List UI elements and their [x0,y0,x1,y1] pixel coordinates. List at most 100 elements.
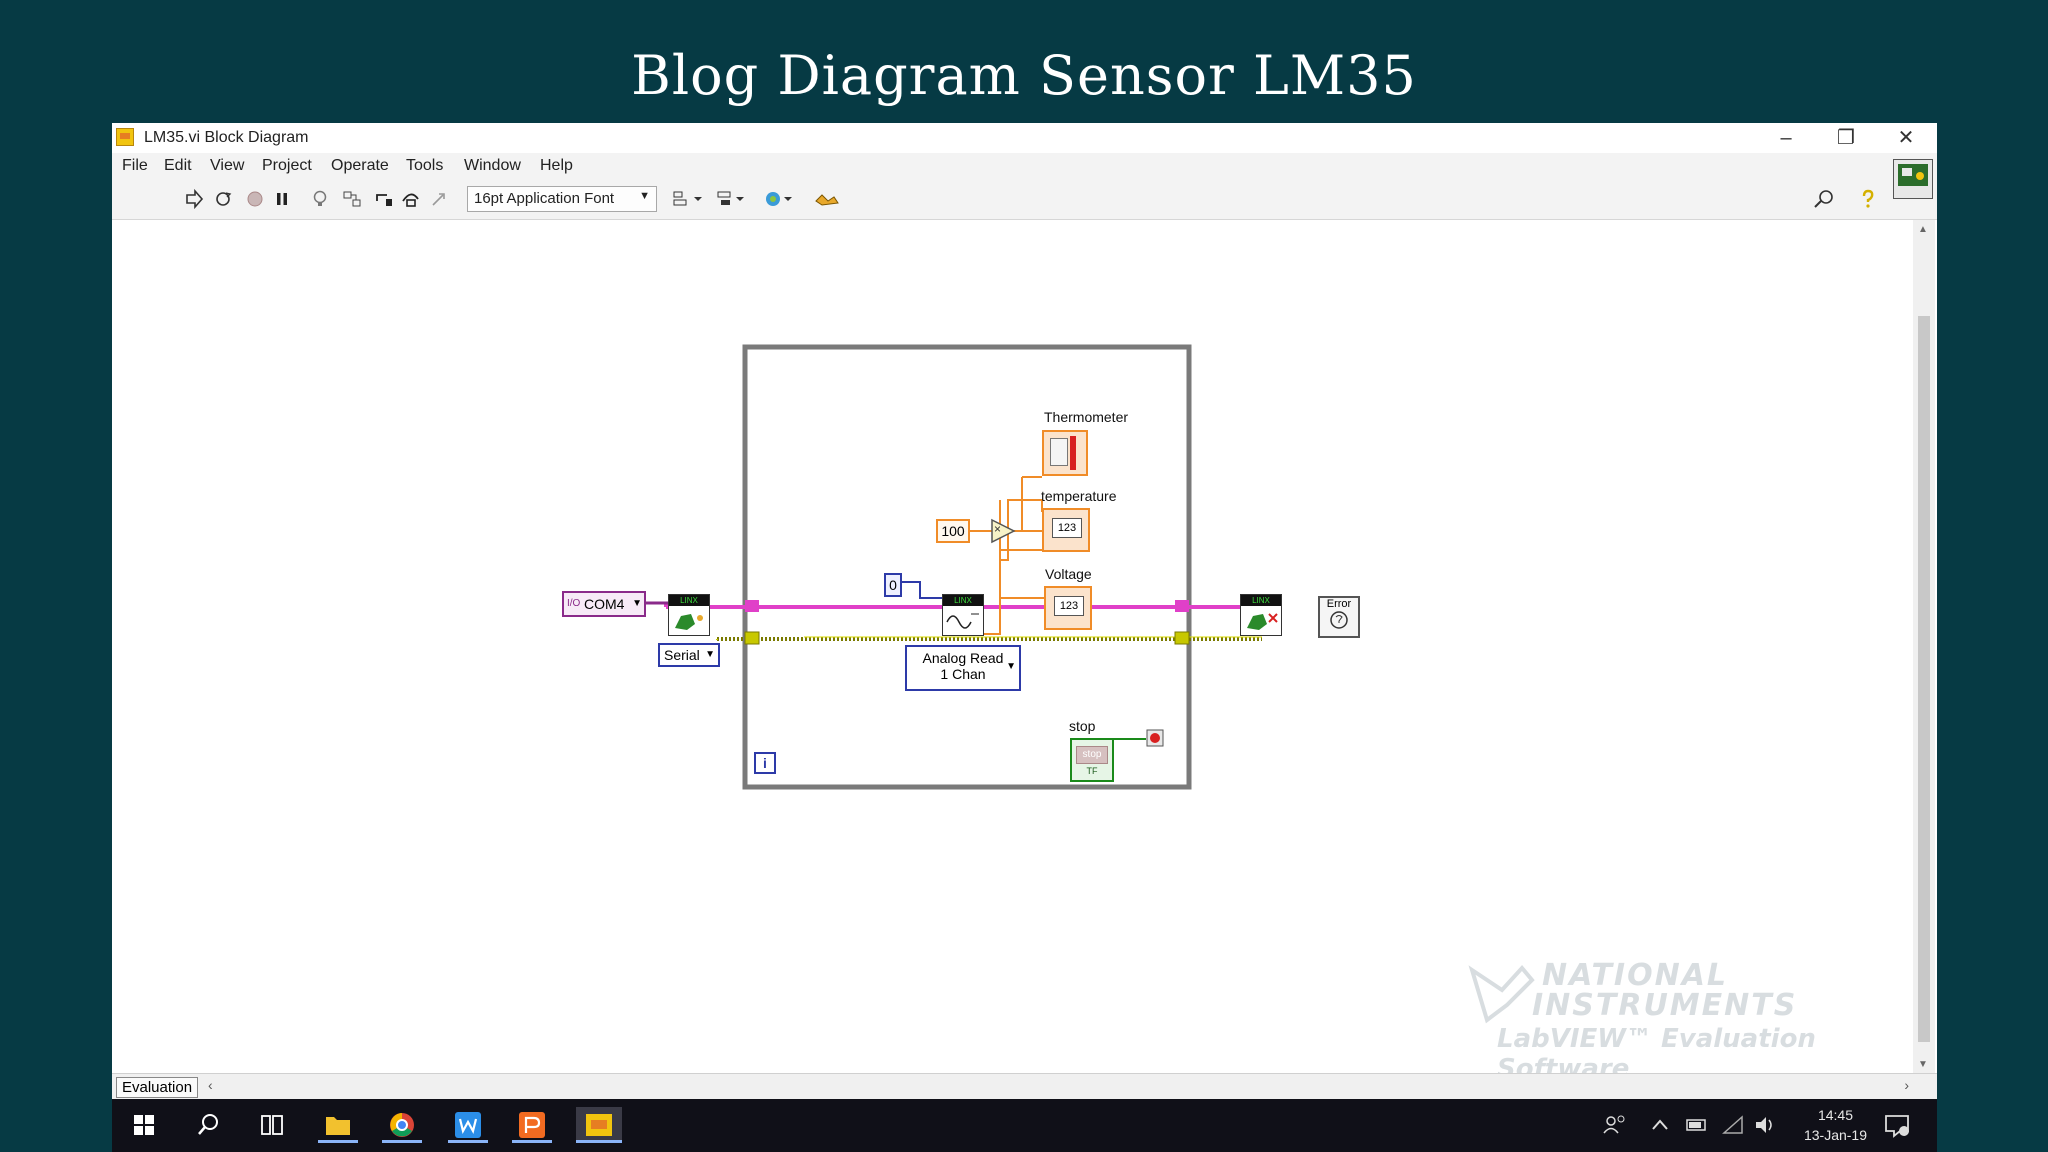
highlight-execution-icon[interactable] [310,189,330,209]
multiply-node[interactable] [991,518,1016,544]
scroll-right-icon[interactable]: › [1904,1077,1909,1093]
chevron-down-icon: ▼ [1006,661,1016,672]
stop-datatype: TF [1086,766,1098,776]
menu-view[interactable]: View [210,157,245,174]
linx-open-header: LINX [669,595,709,606]
menu-window[interactable]: Window [464,157,521,174]
run-continuous-icon[interactable] [213,189,233,209]
menu-operate[interactable]: Operate [331,157,389,174]
voltage-display: 123 [1054,596,1084,616]
powerpoint-icon[interactable] [512,1107,552,1143]
cleanup-icon[interactable] [814,189,840,209]
pause-icon[interactable] [272,189,292,209]
menu-help[interactable]: Help [540,157,573,174]
minimize-button[interactable]: – [1780,127,1792,149]
menu-bar: File Edit View Project Operate Tools Win… [112,153,1937,179]
pin-constant[interactable]: 0 [884,573,902,597]
analog-read-label-2: 1 Chan [940,666,986,682]
menu-file[interactable]: File [122,157,148,174]
ni-logo-icon [1468,964,1535,1024]
battery-icon[interactable] [1684,1107,1710,1143]
scroll-down-icon[interactable]: ▼ [1918,1059,1928,1070]
restore-button[interactable]: ❐ [1837,127,1855,149]
voltage-terminal[interactable]: 123 [1044,586,1092,630]
evaluation-tag: Evaluation [116,1077,199,1098]
temperature-display: 123 [1052,518,1082,538]
analog-read-node[interactable]: LINX [942,594,984,636]
active-indicator [448,1140,488,1143]
step-over-icon[interactable] [401,189,421,209]
linx-close-icon [1247,613,1278,630]
linx-open-node[interactable]: LINX [668,594,710,636]
font-select[interactable]: 16pt Application Font ▼ [467,186,657,212]
shift-register-right-pink [1175,600,1189,612]
voltage-label: Voltage [1045,566,1092,582]
analog-read-label-1: Analog Read [922,650,1004,666]
network-icon[interactable] [1720,1107,1746,1143]
simple-error-handler[interactable]: Error [1318,596,1360,638]
labview-taskbar-icon[interactable] [576,1107,622,1143]
notifications-icon[interactable] [1880,1107,1916,1143]
windows-taskbar: 14:45 13-Jan-19 [112,1099,1937,1152]
distribute-icon[interactable] [716,189,748,209]
shift-register-left-pink [745,600,759,612]
help-icon[interactable] [1858,189,1878,209]
clock-time: 14:45 [1817,1107,1853,1123]
constant-100[interactable]: 100 [936,519,970,543]
while-loop[interactable] [742,344,1192,790]
connection-type-selector[interactable]: Serial ▼ [658,643,720,667]
menu-project[interactable]: Project [262,157,312,174]
file-explorer-icon[interactable] [318,1107,358,1143]
vi-icon [1893,159,1933,199]
scrollbar-thumb[interactable] [1918,316,1930,1042]
retain-wire-values-icon[interactable] [342,189,362,209]
reorder-icon[interactable] [764,189,796,209]
word-icon[interactable] [448,1107,488,1143]
watermark-national: NATIONAL [1542,958,1729,993]
search-icon[interactable] [1812,189,1838,209]
linx-close-node[interactable]: LINX [1240,594,1282,636]
error-handler-icon [1330,611,1348,629]
close-button[interactable]: ✕ [1897,127,1915,149]
scroll-left-icon[interactable]: ‹ [208,1077,213,1093]
com-port-control[interactable]: I/O COM4 ▼ [562,591,646,617]
task-view-icon[interactable] [252,1107,292,1143]
chevron-up-icon[interactable] [1648,1107,1672,1143]
abort-icon[interactable] [245,189,265,209]
iteration-terminal[interactable]: i [754,752,776,774]
analog-read-header: LINX [943,595,983,606]
temperature-label: temperature [1041,488,1117,504]
sine-wave-icon [946,613,979,629]
toolbar: 16pt Application Font ▼ [112,179,1937,220]
search-icon[interactable] [188,1107,228,1143]
scroll-up-icon[interactable]: ▲ [1918,224,1928,235]
block-diagram-canvas[interactable]: Thermometer temperature 123 Voltage 123 … [112,220,1914,1084]
vertical-scrollbar[interactable]: ▲ ▼ [1913,220,1935,1074]
window-title: LM35.vi Block Diagram [144,129,309,146]
com-port-value: COM4 [584,596,625,612]
volume-icon[interactable] [1752,1107,1778,1143]
chevron-down-icon: ▼ [705,649,715,660]
menu-tools[interactable]: Tools [406,157,444,174]
font-select-value: 16pt Application Font [474,190,615,207]
analog-read-selector[interactable]: Analog Read 1 Chan ▼ [905,645,1021,691]
stop-button-terminal[interactable]: stop TF [1070,738,1114,782]
run-arrow-icon[interactable] [184,189,204,209]
chevron-down-icon: ▼ [632,598,642,609]
step-into-icon[interactable] [374,189,394,209]
windows-start-icon[interactable] [124,1107,164,1143]
thermometer-terminal[interactable] [1042,430,1088,476]
chrome-icon[interactable] [382,1107,422,1143]
temperature-terminal[interactable]: 123 [1042,508,1090,552]
system-clock[interactable]: 14:45 13-Jan-19 [1804,1105,1867,1145]
connection-type-value: Serial [664,647,700,663]
menu-edit[interactable]: Edit [164,157,192,174]
step-out-icon[interactable] [429,189,449,209]
title-bar: LM35.vi Block Diagram – ❐ ✕ [112,123,1937,153]
align-icon[interactable] [672,189,704,209]
stop-label: stop [1069,718,1096,734]
labview-window: LM35.vi Block Diagram – ❐ ✕ File Edit Vi… [112,123,1937,1152]
chevron-down-icon: ▼ [639,190,650,202]
people-icon[interactable] [1600,1107,1630,1143]
active-indicator [382,1140,422,1143]
